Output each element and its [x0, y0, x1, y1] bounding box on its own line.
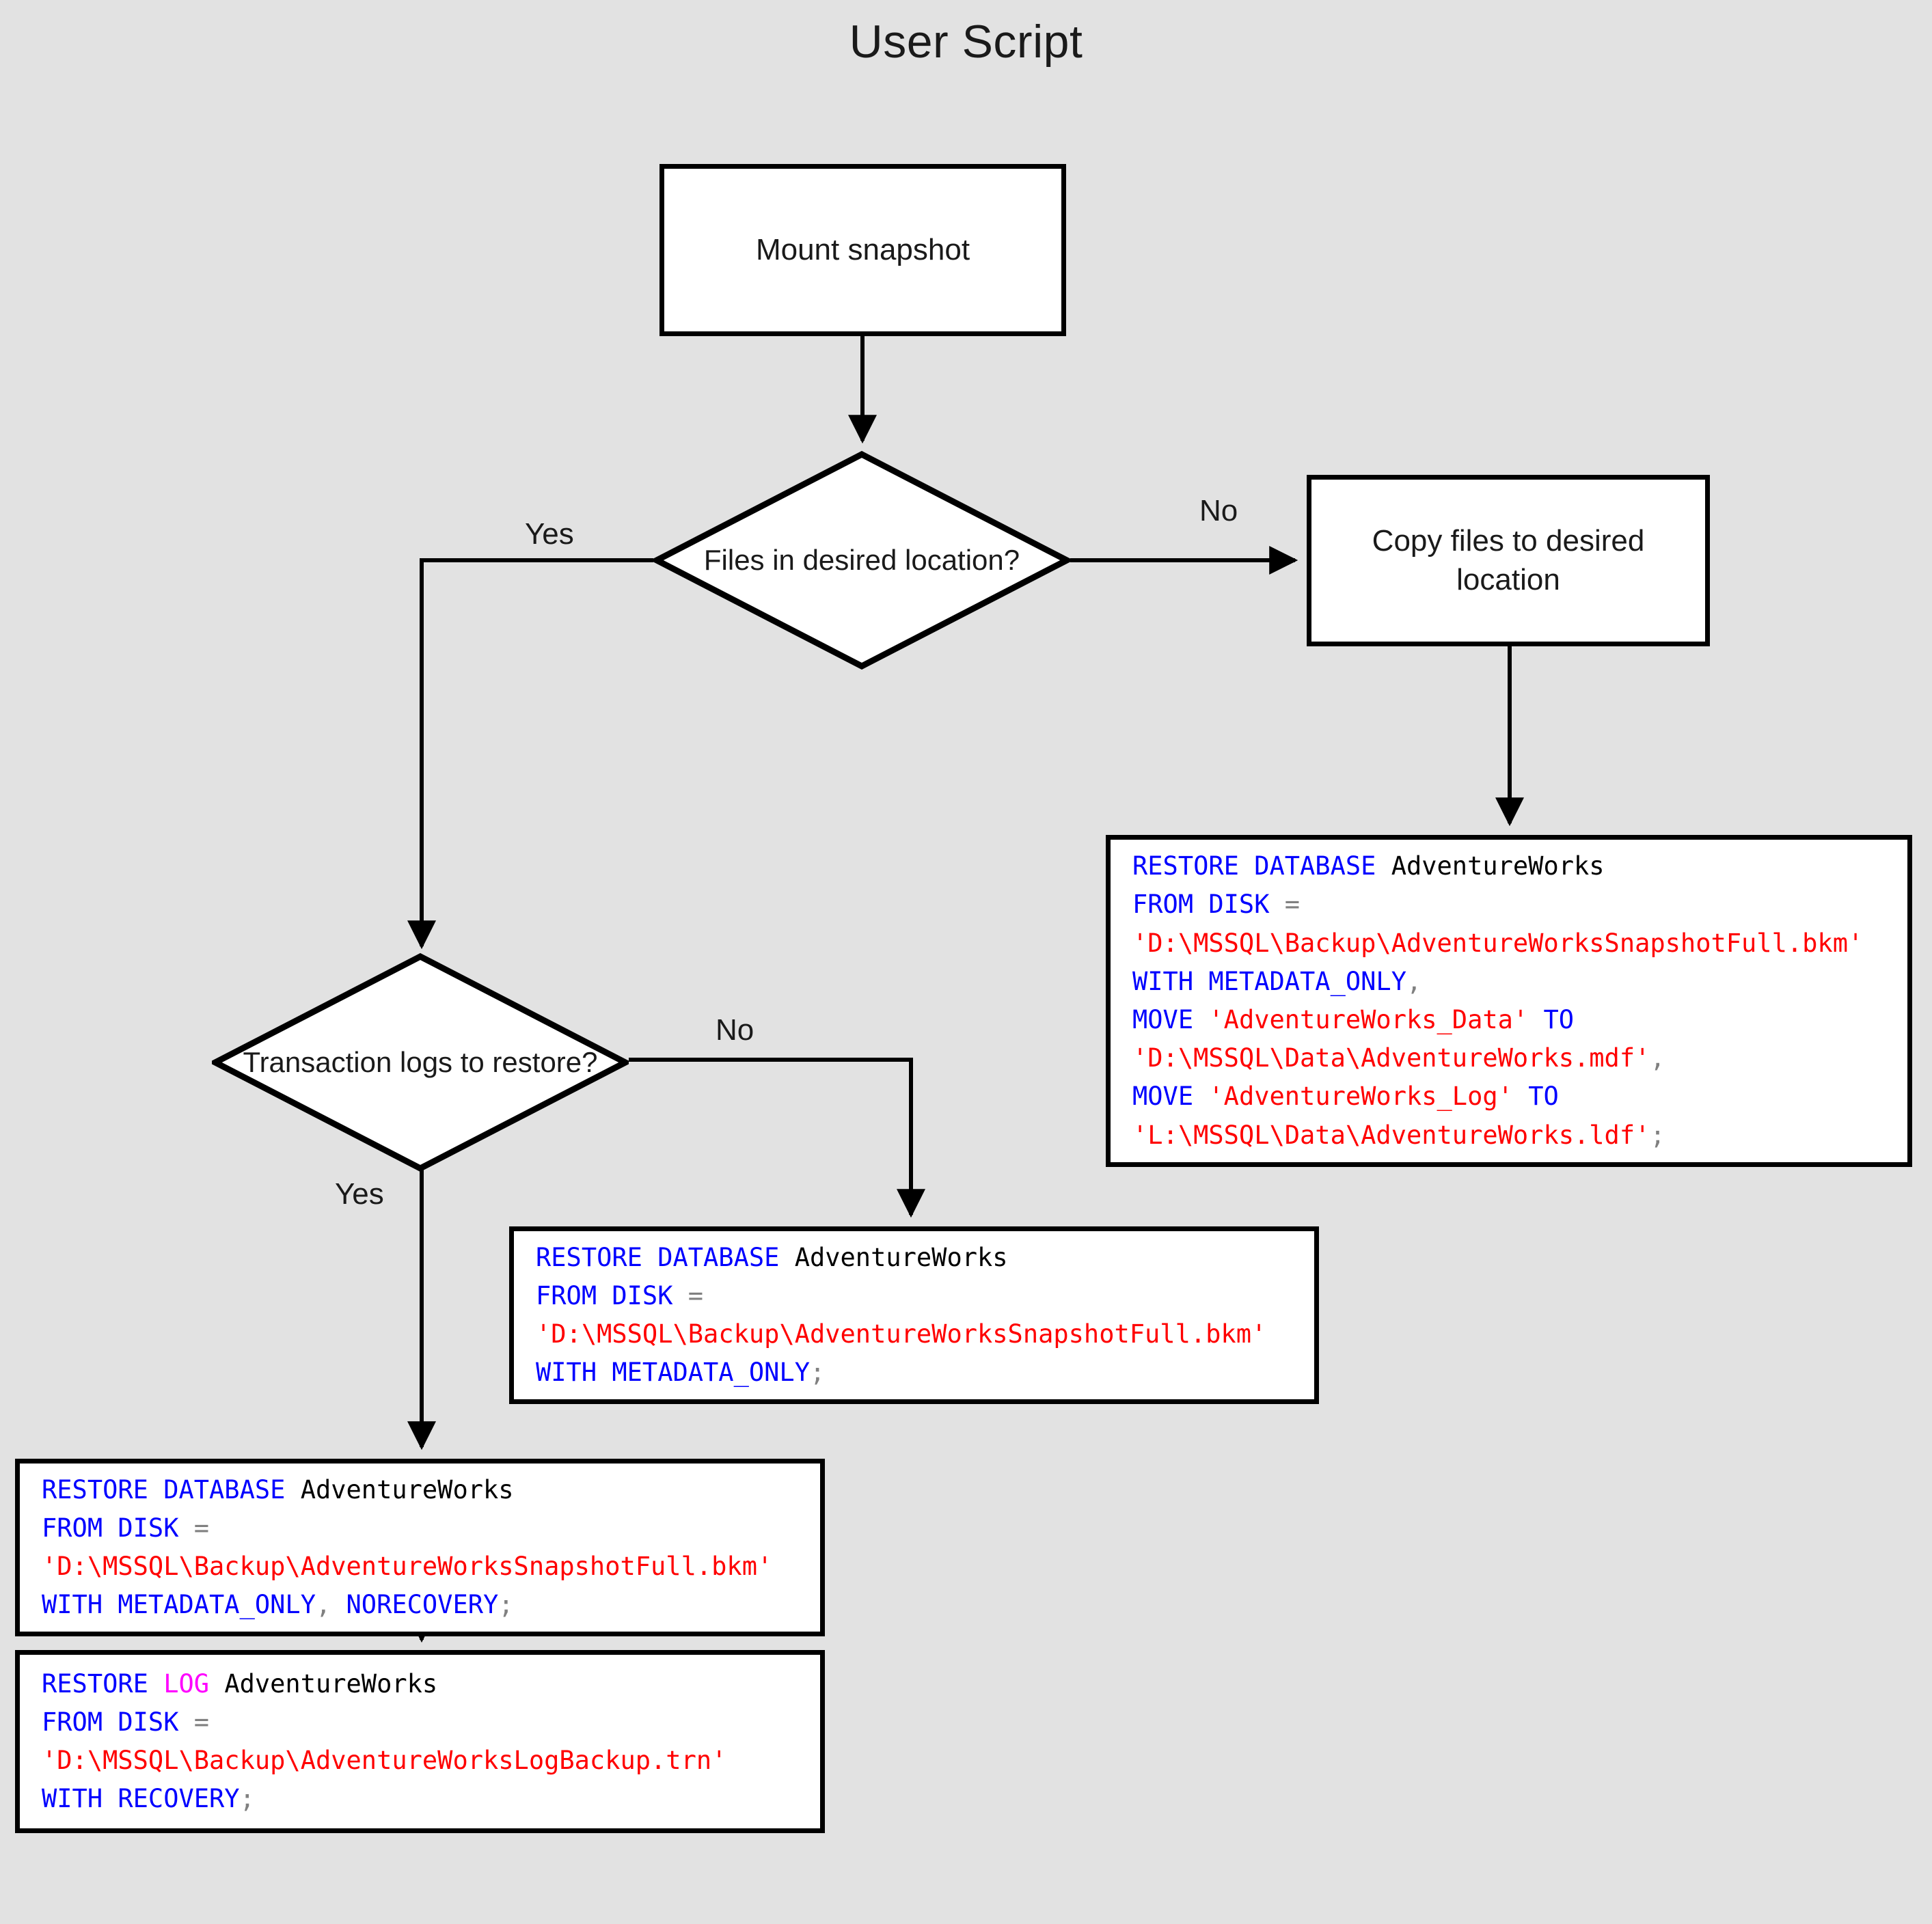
node-transaction-logs-label: Transaction logs to restore?: [243, 1046, 598, 1079]
node-copy-files[interactable]: Copy files to desired location: [1307, 475, 1710, 646]
code-text-restore-norecovery: RESTORE DATABASE AdventureWorks FROM DIS…: [42, 1474, 773, 1620]
edge-label-logs-no: No: [716, 1013, 754, 1047]
node-transaction-logs[interactable]: Transaction logs to restore?: [212, 953, 629, 1172]
code-text-restore-metadata-only: RESTORE DATABASE AdventureWorks FROM DIS…: [536, 1242, 1267, 1388]
node-files-in-desired-location[interactable]: Files in desired location?: [653, 451, 1070, 670]
node-files-in-desired-location-label: Files in desired location?: [703, 544, 1020, 577]
diamond-shape: [212, 953, 629, 1172]
edge-label-logs-yes: Yes: [335, 1177, 384, 1211]
code-block-restore-with-move: RESTORE DATABASE AdventureWorks FROM DIS…: [1106, 835, 1912, 1167]
code-text-restore-log: RESTORE LOG AdventureWorks FROM DISK = '…: [42, 1668, 727, 1814]
code-block-restore-metadata-only: RESTORE DATABASE AdventureWorks FROM DIS…: [509, 1226, 1319, 1404]
edge-label-files-yes: Yes: [525, 517, 574, 551]
diamond-shape: [653, 451, 1070, 670]
code-block-restore-log: RESTORE LOG AdventureWorks FROM DISK = '…: [15, 1650, 825, 1833]
code-block-restore-norecovery: RESTORE DATABASE AdventureWorks FROM DIS…: [15, 1459, 825, 1636]
code-text-restore-with-move: RESTORE DATABASE AdventureWorks FROM DIS…: [1132, 851, 1864, 1150]
node-mount-snapshot-label: Mount snapshot: [755, 232, 970, 266]
node-copy-files-label: Copy files to desired location: [1372, 524, 1645, 596]
node-mount-snapshot[interactable]: Mount snapshot: [659, 164, 1066, 336]
edge-label-files-no: No: [1199, 494, 1238, 527]
page-title: User Script: [849, 16, 1083, 68]
